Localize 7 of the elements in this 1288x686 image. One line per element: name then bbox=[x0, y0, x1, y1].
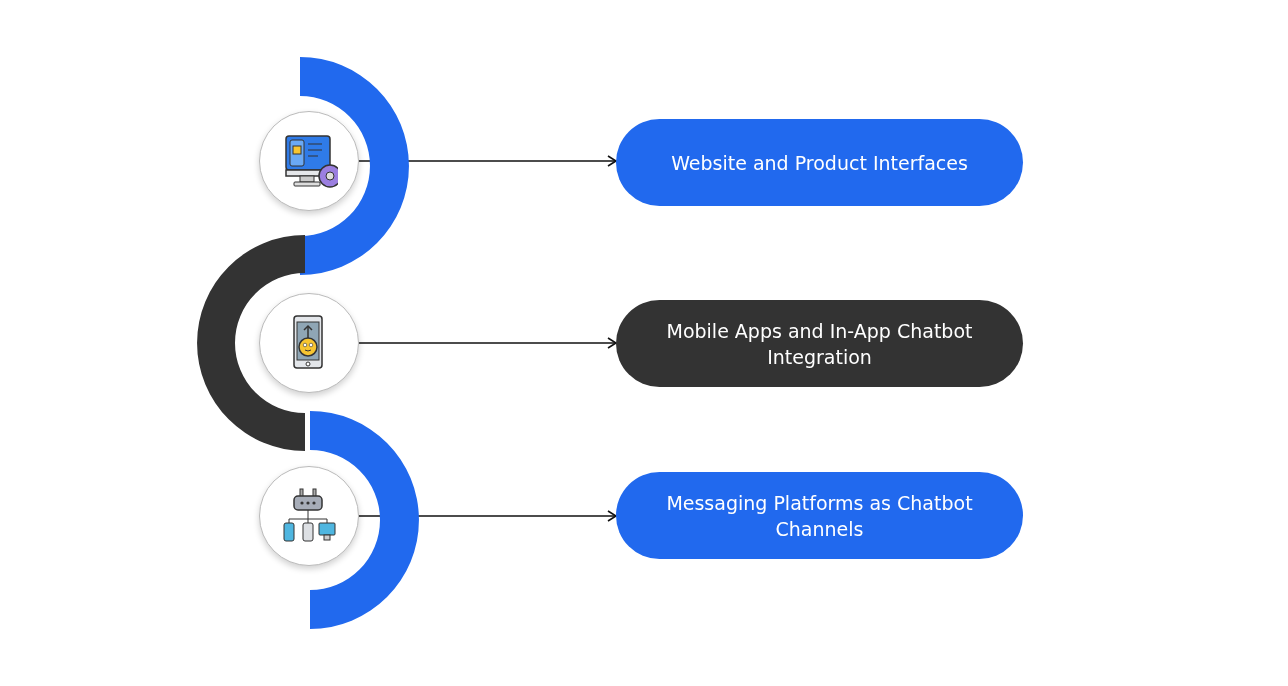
pill-label: Mobile Apps and In-App Chatbot Integration bbox=[665, 318, 974, 370]
icon-circle bbox=[259, 293, 359, 393]
icon-circle bbox=[259, 466, 359, 566]
pill-label: Website and Product Interfaces bbox=[671, 150, 968, 176]
connector-arrow bbox=[358, 337, 617, 349]
pill-label: Messaging Platforms as Chatbot Channels bbox=[665, 490, 974, 542]
icon-circle bbox=[259, 111, 359, 211]
